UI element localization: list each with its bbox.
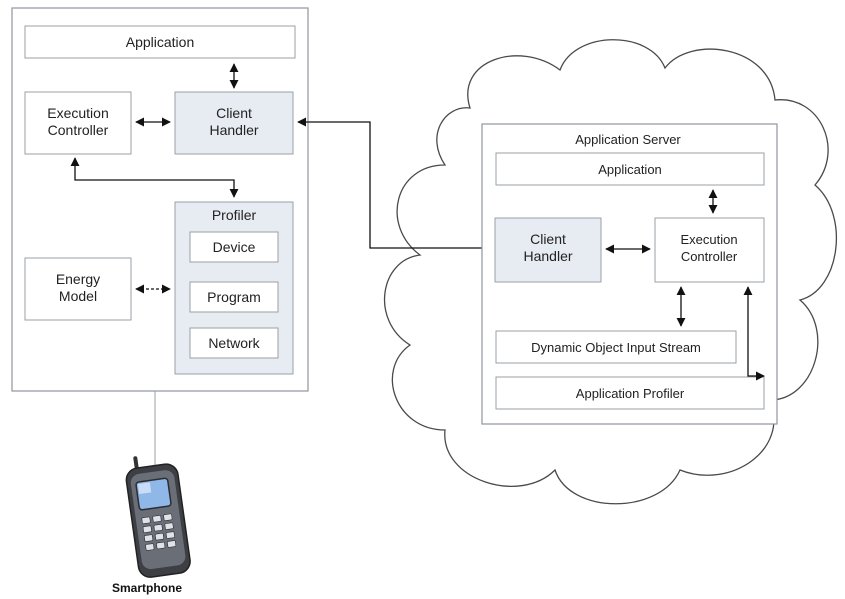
exec-profiler-arrow: [70, 157, 239, 198]
server-handler-line2: Handler: [523, 248, 572, 264]
smartphone-caption: Smartphone: [112, 581, 182, 595]
phone-application-box: Application: [24, 25, 296, 59]
profiler-program-label: Program: [207, 289, 261, 305]
server-handler-line1: Client: [530, 231, 566, 247]
server-execution-controller-box: Execution Controller: [654, 217, 765, 283]
server-application-label: Application: [598, 162, 662, 177]
handler-link-arrow: [297, 117, 491, 253]
server-exec-line1: Execution: [680, 232, 737, 247]
input-stream-label: Dynamic Object Input Stream: [531, 340, 701, 355]
phone-client-handler-box: Client Handler: [174, 91, 294, 155]
smartphone-icon: [125, 456, 191, 578]
profiler-network-label: Network: [208, 335, 260, 351]
exec-appprofiler-arrow: [743, 286, 765, 381]
energy-line2: Model: [59, 288, 97, 304]
server-client-handler-box: Client Handler: [494, 217, 602, 283]
server-exec-line2: Controller: [681, 249, 738, 264]
phone-exec-line2: Controller: [48, 122, 109, 138]
profiler-program-box: [189, 281, 279, 313]
energy-line1: Energy: [56, 271, 100, 287]
phone-handler-line2: Handler: [209, 122, 258, 138]
phone-application-label: Application: [126, 34, 195, 50]
server-application-box: Application: [495, 152, 765, 186]
profiler-network-box: [189, 327, 279, 359]
application-profiler-box: Application Profiler: [495, 376, 765, 410]
app-profiler-label: Application Profiler: [576, 386, 685, 401]
phone-handler-line1: Client: [216, 105, 252, 121]
profiler-device-label: Device: [213, 239, 256, 255]
phone-profiler-box: Profiler Device Program Network: [174, 201, 294, 375]
profiler-device-box: [189, 231, 279, 263]
phone-exec-line1: Execution: [47, 105, 108, 121]
energy-model-box: Energy Model: [24, 257, 132, 321]
profiler-title: Profiler: [212, 207, 257, 223]
phone-execution-controller-box: Execution Controller: [24, 91, 132, 155]
app-server-title: Application Server: [575, 132, 681, 147]
dynamic-input-stream-box: Dynamic Object Input Stream: [495, 330, 737, 364]
